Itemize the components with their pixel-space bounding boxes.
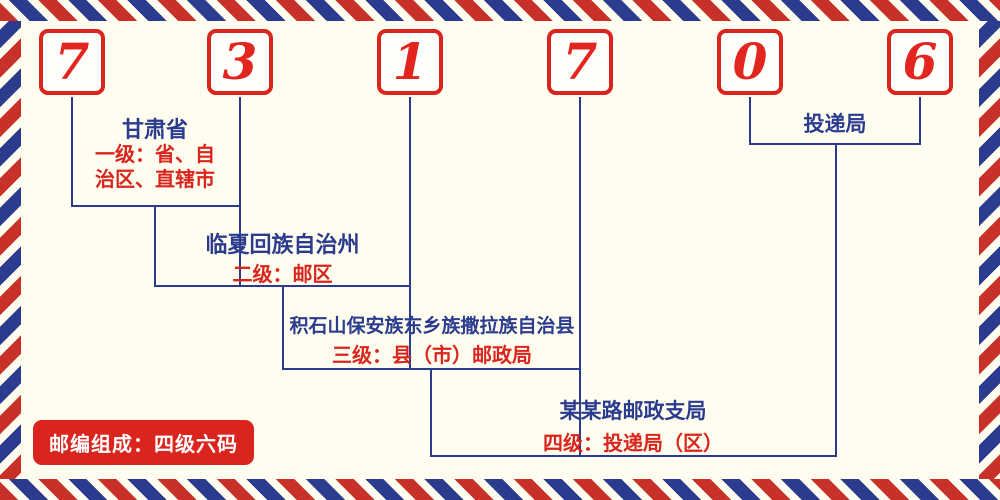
connector-step-2	[282, 285, 284, 370]
connector-level1-horizontal	[71, 205, 241, 207]
envelope-border-right	[979, 0, 1000, 500]
level4-region-name: 某某路邮政支局	[559, 399, 707, 423]
connector-digit4-vertical	[579, 97, 581, 457]
connector-digit1-vertical	[71, 97, 73, 207]
digit-6: 6	[902, 32, 938, 91]
level5-region-name: 投递局	[803, 112, 867, 136]
connector-digit2-vertical	[239, 97, 241, 287]
digit-4: 7	[562, 32, 598, 91]
digit-box-3: 1	[377, 29, 443, 95]
level2-description: 二级：邮区	[232, 262, 333, 286]
digit-3: 1	[392, 32, 428, 91]
composition-badge: 邮编组成：四级六码	[33, 420, 254, 465]
digit-2: 3	[222, 32, 258, 91]
digit-box-4: 7	[547, 29, 613, 95]
envelope-border-bottom	[0, 479, 1000, 500]
digit-box-1: 7	[39, 29, 105, 95]
connector-digit5-vertical	[749, 97, 751, 145]
connector-step-3	[430, 368, 432, 457]
digit-box-6: 6	[887, 29, 953, 95]
level3-region-name: 积石山保安族东乡族撒拉族自治县	[289, 315, 575, 337]
digit-1: 7	[54, 32, 90, 91]
digit-box-5: 0	[717, 29, 783, 95]
level4-description: 四级：投递局（区）	[543, 431, 723, 455]
level2-region-name: 临夏回族自治州	[205, 233, 360, 258]
level1-description: 一级：省、自治区、直辖市	[95, 142, 215, 191]
envelope-border-top	[0, 0, 1000, 21]
connector-level4-horizontal	[430, 455, 837, 457]
digit-box-2: 3	[207, 29, 273, 95]
envelope-border-left	[0, 0, 21, 500]
connector-step-1	[154, 205, 156, 287]
connector-digit3-vertical	[409, 97, 411, 370]
level1-region-name: 甘肃省	[121, 118, 188, 143]
level3-description: 三级：县（市）邮政局	[332, 343, 532, 367]
digit-5: 0	[732, 32, 768, 91]
connector-step-4	[835, 143, 837, 457]
connector-digit6-vertical	[919, 97, 921, 145]
